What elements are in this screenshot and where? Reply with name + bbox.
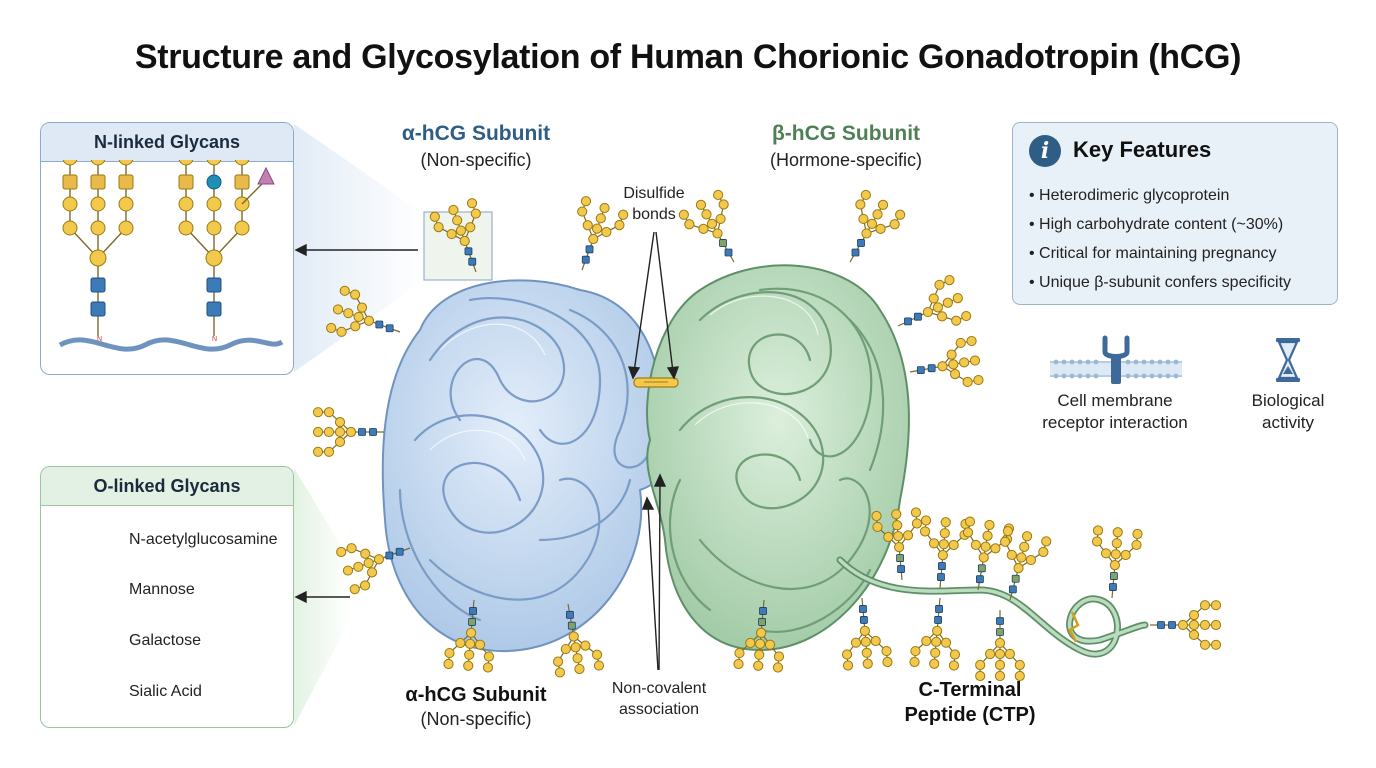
disulfide-bridge — [633, 377, 679, 388]
glycan-tree — [733, 599, 785, 673]
glycan-tree — [443, 599, 495, 673]
receptor-icon — [1050, 335, 1182, 384]
alpha-bottom-note: (Non-specific) — [420, 709, 532, 729]
glycan-tree — [577, 196, 629, 271]
glycan-tree — [312, 407, 384, 457]
asn-marker-2: N — [212, 336, 217, 343]
glycan-tree — [1091, 525, 1143, 599]
o-linked-heading: O-linked Glycans — [41, 467, 293, 506]
glycan-tree — [919, 515, 971, 589]
glycan-tree — [841, 597, 893, 671]
arrow-head-n — [294, 243, 307, 257]
key-feature-item: • Critical for maintaining pregnancy — [1029, 245, 1277, 262]
glycan-tree — [975, 610, 1025, 682]
info-icon: i — [1029, 135, 1061, 167]
ctp-tail — [836, 556, 1149, 658]
glycan-tree — [909, 335, 984, 388]
glycan-tree — [552, 603, 605, 678]
n-linked-glycans-art: N N — [58, 160, 284, 352]
alpha-subunit-globule — [381, 279, 676, 653]
key-features-heading: Key Features — [1073, 137, 1212, 162]
legend-label-mannose: Mannose — [129, 581, 195, 598]
o-linked-panel: O-linked Glycans — [40, 466, 294, 728]
asn-marker-1: N — [97, 336, 102, 343]
key-feature-item: • High carbohydrate content (~30%) — [1029, 216, 1284, 233]
key-features-panel: i Key Features • Heterodimeric glycoprot… — [1012, 122, 1338, 305]
glycan-tree — [871, 507, 923, 581]
alpha-bottom-title: α-hCG Subunit — [405, 684, 547, 706]
glycan-tree — [326, 285, 401, 337]
beta-subunit-globule — [646, 264, 910, 652]
ctp-disulfide — [1068, 611, 1080, 643]
arrow-head-o — [294, 590, 307, 604]
beta-top-note: (Hormone-specific) — [769, 150, 923, 170]
glycan-tree — [1150, 600, 1222, 650]
n-glycan-tree — [178, 160, 275, 336]
beta-top-title: β-hCG Subunit — [771, 122, 921, 145]
hourglass-icon — [1276, 338, 1300, 382]
legend-label-sialic: Sialic Acid — [129, 683, 202, 700]
alpha-top-note: (Non-specific) — [420, 150, 532, 170]
legend-label-galactose: Galactose — [129, 632, 202, 649]
n-linked-panel: N-linked Glycans — [40, 122, 294, 375]
glycan-tree — [849, 189, 906, 263]
key-feature-item: • Heterodimeric glycoprotein — [1029, 187, 1230, 204]
glycan-tree — [897, 275, 972, 327]
glycan-trees — [312, 189, 1222, 682]
key-feature-item: • Unique β-subunit confers specificity — [1029, 274, 1292, 291]
n-glycan-callout-fan — [294, 124, 424, 372]
n-glycan-tree — [62, 160, 134, 336]
glycan-tree — [909, 597, 961, 671]
glycan-tree — [336, 543, 411, 595]
glycan-tree — [678, 189, 735, 263]
glycan-tree — [1000, 526, 1052, 601]
legend-label-glcnac: N-acetylglucosamine — [129, 531, 278, 548]
page-title: Structure and Glycosylation of Human Cho… — [134, 38, 1242, 76]
glycan-tree — [429, 198, 481, 273]
alpha-top-title: α-hCG Subunit — [401, 122, 551, 145]
key-features-list: • Heterodimeric glycoprotein • High carb… — [1029, 181, 1291, 297]
n-linked-heading: N-linked Glycans — [41, 123, 293, 162]
